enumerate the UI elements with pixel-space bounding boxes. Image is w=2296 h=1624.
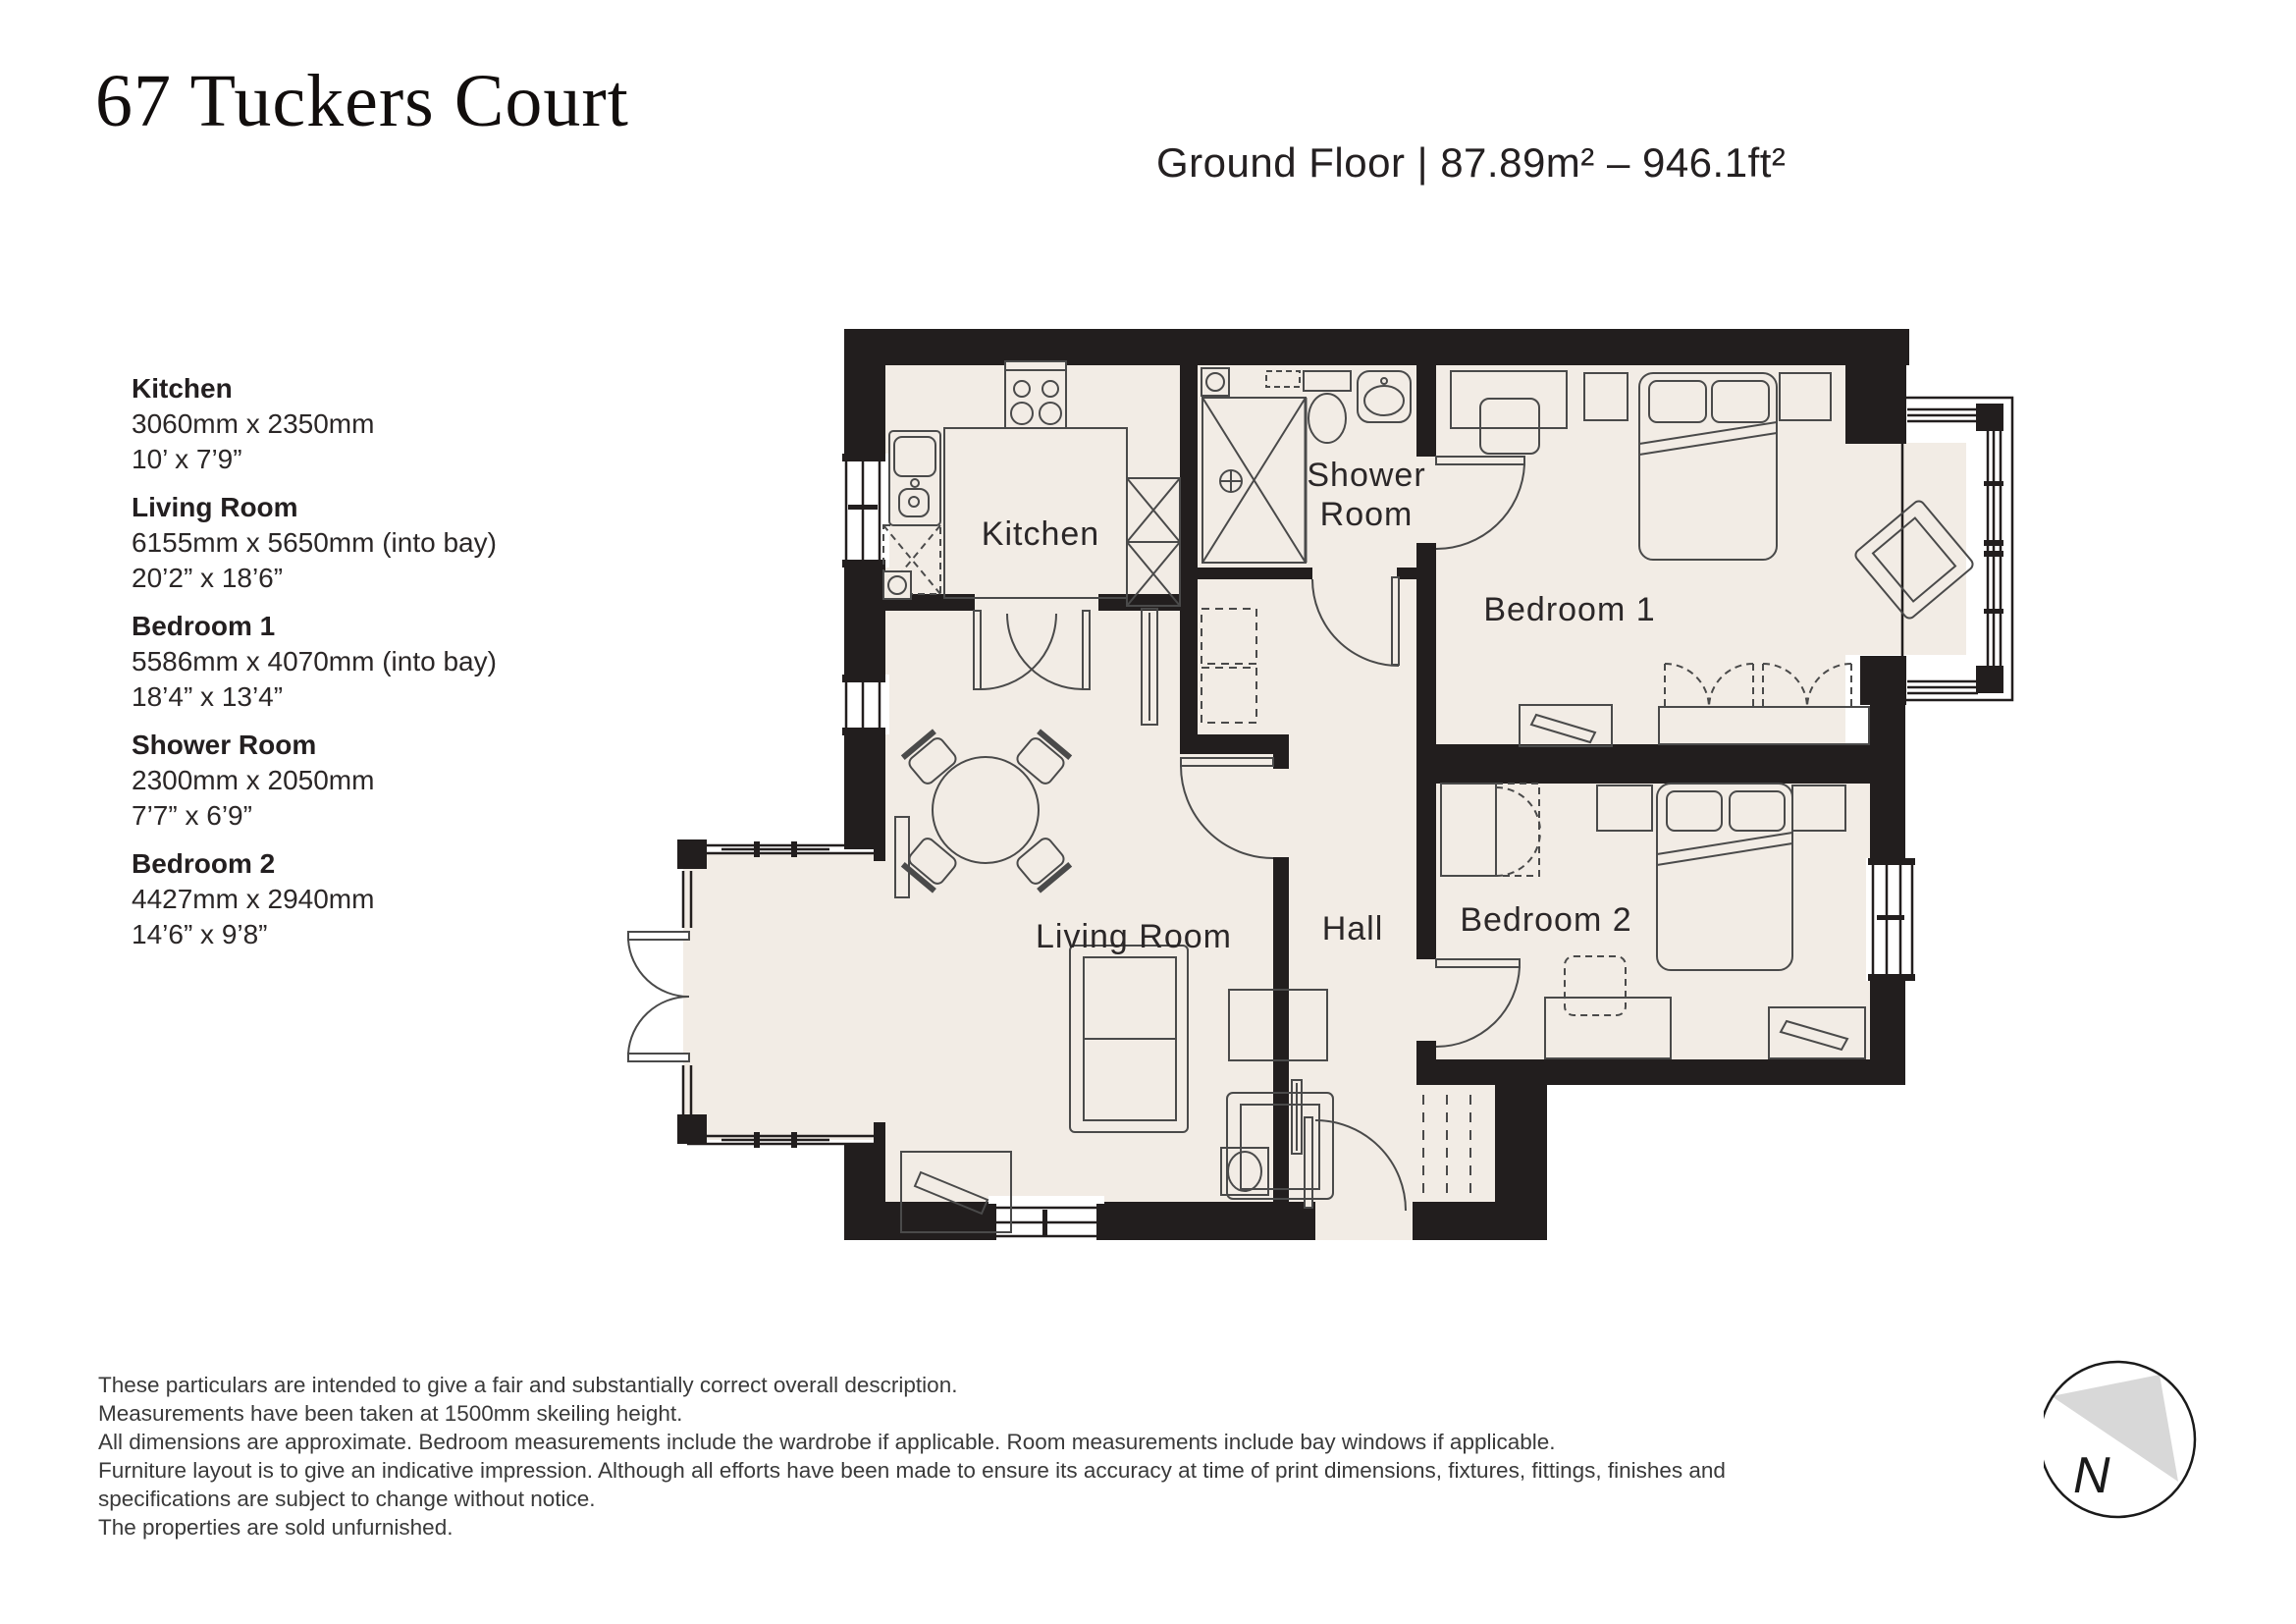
room-name: Bedroom 1 (132, 611, 276, 641)
dining-chair-icon (1016, 729, 1073, 785)
window-bedroom2-east (1866, 858, 1919, 981)
north-compass: N (2044, 1360, 2197, 1519)
bedroom1-furniture (1450, 370, 1974, 747)
bay-window-living (627, 839, 885, 1148)
console-icon (1141, 608, 1158, 726)
hall-fixtures (1201, 608, 1471, 1193)
room-name: Bedroom 2 (132, 848, 276, 879)
disclaimer-text: These particulars are intended to give a… (98, 1371, 1726, 1542)
appliance-icon (1201, 367, 1230, 397)
wardrobe-icon (1440, 783, 1541, 877)
compass-north-label: N (2073, 1447, 2110, 1504)
room-imperial: 20’2” x 18’6” (132, 563, 284, 593)
desk-chair-icon (1479, 398, 1540, 455)
shower-tray-icon (1201, 397, 1308, 564)
room-list-item: Bedroom 2 4427mm x 2940mm 14’6” x 9’8” (132, 846, 497, 952)
sofa-icon (1069, 945, 1189, 1133)
room-name: Kitchen (132, 373, 233, 404)
shelf-icon (1265, 370, 1301, 388)
window-living-south (988, 1196, 1104, 1244)
tv-unit-icon (900, 1151, 1012, 1233)
bay-window-bedroom1 (1900, 396, 2014, 702)
living-room-furniture (894, 608, 1334, 1233)
room-list-item: Shower Room 2300mm x 2050mm 7’7” x 6’9” (132, 728, 497, 834)
sink-icon (888, 430, 941, 526)
french-doors (627, 931, 690, 1062)
kitchen-fixtures (882, 360, 1181, 607)
room-list-item: Living Room 6155mm x 5650mm (into bay) 2… (132, 490, 497, 596)
sideboard-icon (894, 816, 910, 898)
room-label-bedroom2: Bedroom 2 (1460, 901, 1631, 939)
bedside-table-icon (1779, 372, 1832, 421)
room-label-bedroom1: Bedroom 1 (1483, 591, 1655, 628)
desk-icon (1544, 997, 1672, 1059)
dining-chair-icon (1016, 838, 1073, 893)
disclaimer-line: specifications are subject to change wit… (98, 1487, 596, 1511)
planter-icon (1220, 1147, 1269, 1196)
room-label-shower-line1: Shower (1307, 457, 1425, 494)
bedside-table-icon (1583, 372, 1629, 421)
dining-chair-icon (900, 729, 957, 785)
window-kitchen (838, 454, 889, 568)
radiator-icon (1291, 1079, 1303, 1155)
bedside-table-icon (1596, 785, 1653, 832)
floor-summary: Ground Floor | 87.89m² – 946.1ft² (1156, 139, 1787, 186)
hall-cupboard-icon (1201, 608, 1257, 724)
room-label-shower-line2: Room (1320, 496, 1414, 533)
shower-room-fixtures (1201, 367, 1412, 564)
disclaimer-line: Measurements have been taken at 1500mm s… (98, 1401, 683, 1426)
room-imperial: 7’7” x 6’9” (132, 800, 252, 831)
window-living-west (838, 675, 889, 735)
coffee-table-icon (1228, 989, 1328, 1061)
room-metric: 5586mm x 4070mm (into bay) (132, 646, 497, 677)
wardrobe-icon (1658, 663, 1870, 745)
windows (838, 454, 1919, 1244)
walls (844, 329, 1909, 1240)
doors (973, 456, 1525, 1212)
room-imperial: 10’ x 7’9” (132, 444, 242, 474)
plan-labels: Kitchen Shower Room Bedroom 1 Living Roo… (982, 457, 1655, 955)
disclaimer-line: These particulars are intended to give a… (98, 1373, 958, 1397)
bay-armchair-icon (1854, 500, 1974, 620)
desk-chair-icon (1564, 955, 1627, 1016)
room-metric: 4427mm x 2940mm (132, 884, 375, 914)
hob-icon (1004, 360, 1067, 429)
tv-unit-icon (1519, 704, 1613, 747)
bedroom2-furniture (1440, 783, 1866, 1059)
room-name: Shower Room (132, 730, 317, 760)
page-title: 67 Tuckers Court (95, 60, 629, 142)
desk-icon (1450, 370, 1568, 429)
room-metric: 6155mm x 5650mm (into bay) (132, 527, 497, 558)
floor-plan-drawing: Kitchen Shower Room Bedroom 1 Living Roo… (627, 329, 2014, 1244)
disclaimer-line: The properties are sold unfurnished. (98, 1515, 454, 1540)
basin-icon (1357, 370, 1412, 423)
room-metric: 2300mm x 2050mm (132, 765, 375, 795)
disclaimer-line: All dimensions are approximate. Bedroom … (98, 1430, 1556, 1454)
disclaimer-line: Furniture layout is to give an indicativ… (98, 1458, 1726, 1483)
double-bed-icon (1656, 783, 1793, 971)
room-imperial: 18’4” x 13’4” (132, 681, 284, 712)
room-list-item: Kitchen 3060mm x 2350mm 10’ x 7’9” (132, 371, 497, 477)
room-list-item: Bedroom 1 5586mm x 4070mm (into bay) 18’… (132, 609, 497, 715)
room-dimension-list: Kitchen 3060mm x 2350mm 10’ x 7’9” Livin… (132, 371, 497, 965)
room-name: Living Room (132, 492, 298, 522)
room-label-kitchen: Kitchen (982, 515, 1099, 553)
compass-needle-icon (2052, 1375, 2178, 1482)
tv-unit-icon (1768, 1006, 1866, 1059)
room-label-living: Living Room (1036, 918, 1232, 955)
double-bed-icon (1638, 372, 1778, 561)
room-label-hall: Hall (1322, 910, 1384, 947)
toilet-icon (1303, 370, 1352, 444)
room-imperial: 14’6” x 9’8” (132, 919, 268, 949)
dining-table-icon (932, 756, 1040, 864)
compass-circle-icon (2044, 1360, 2197, 1519)
boiler-icon (882, 570, 912, 600)
room-metric: 3060mm x 2350mm (132, 408, 375, 439)
